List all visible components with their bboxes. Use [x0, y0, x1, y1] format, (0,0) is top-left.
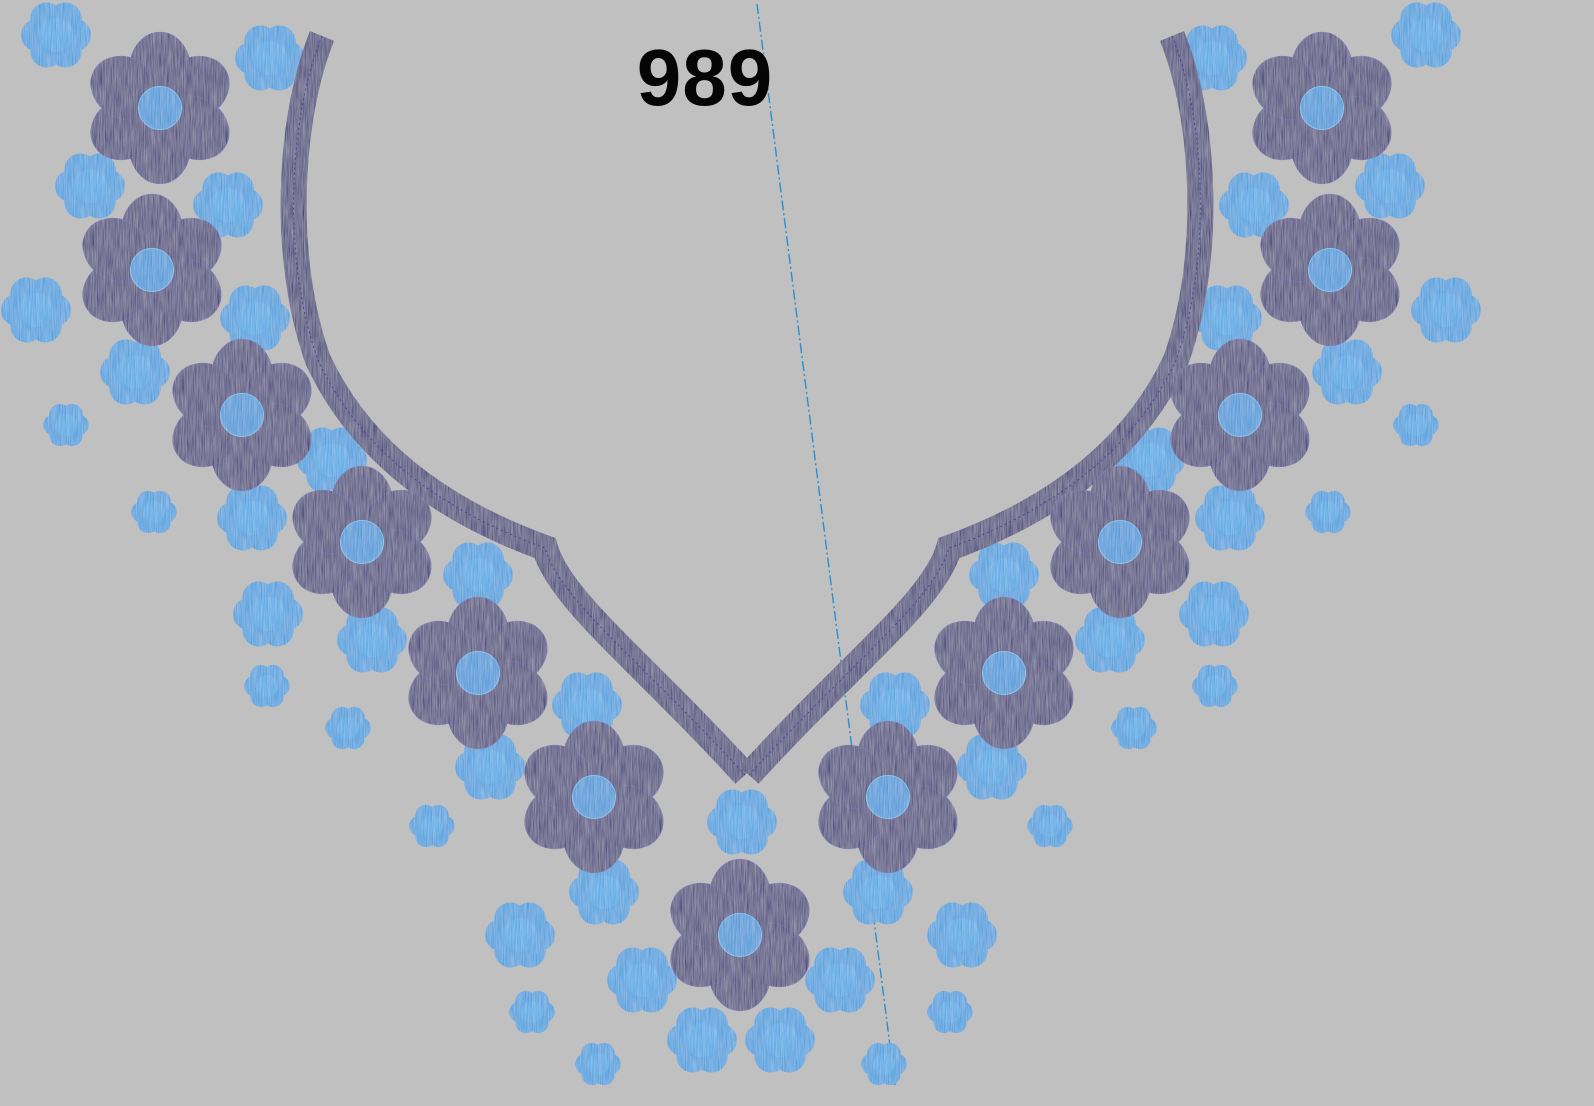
large-flower-icon	[818, 720, 958, 874]
small-flower-icon	[193, 172, 263, 238]
small-flower-icon	[325, 706, 371, 750]
small-flower-icon	[131, 490, 177, 534]
small-flower-icon	[233, 581, 303, 647]
small-flower-icon	[217, 485, 287, 551]
large-flower-icon	[172, 338, 312, 492]
small-flower-icon	[43, 403, 89, 447]
small-flower-icon	[607, 947, 677, 1013]
large-flower-icon	[1050, 465, 1190, 619]
small-flower-icon	[1305, 490, 1351, 534]
small-flower-icon	[1179, 581, 1249, 647]
large-flower-icon	[292, 465, 432, 619]
small-flower-icon	[1, 277, 71, 343]
large-flower-icon	[1252, 31, 1392, 185]
small-flower-icon	[1355, 153, 1425, 219]
small-flower-icon	[927, 990, 973, 1034]
design-number-label: 989	[636, 33, 774, 122]
small-flower-icon	[1195, 485, 1265, 551]
large-flower-icon	[1260, 193, 1400, 347]
large-flower-icon	[408, 596, 548, 750]
large-flower-icon	[934, 596, 1074, 750]
small-flower-icon	[485, 902, 555, 968]
small-flower-icon	[409, 804, 455, 848]
neckline-right-band	[739, 31, 1214, 784]
small-flower-icon	[443, 542, 513, 608]
small-flower-icon	[1312, 339, 1382, 405]
large-flowers-group	[82, 31, 1400, 1012]
small-flower-icon	[575, 1042, 621, 1086]
small-flower-icon	[969, 542, 1039, 608]
large-flower-icon	[524, 720, 664, 874]
neckline-left-band	[280, 31, 755, 784]
small-flower-icon	[244, 664, 290, 708]
large-flower-icon	[90, 31, 230, 185]
large-flower-icon	[670, 858, 810, 1012]
large-flower-icon	[82, 193, 222, 347]
neckline-border	[280, 31, 1214, 784]
small-flower-icon	[569, 859, 639, 925]
small-flower-icon	[745, 1007, 815, 1073]
small-flower-icon	[667, 1007, 737, 1073]
small-flower-icon	[1393, 403, 1439, 447]
small-flower-icon	[1027, 804, 1073, 848]
small-flower-icon	[1391, 2, 1461, 68]
small-flower-icon	[861, 1042, 907, 1086]
small-flower-icon	[220, 285, 290, 351]
small-flower-icon	[235, 25, 305, 91]
small-flower-icon	[957, 734, 1027, 800]
large-flower-icon	[1170, 338, 1310, 492]
small-flower-icon	[707, 789, 777, 855]
small-flower-icon	[55, 153, 125, 219]
small-flowers-group	[1, 2, 1481, 1086]
small-flower-icon	[1411, 277, 1481, 343]
small-flower-icon	[1192, 664, 1238, 708]
small-flower-icon	[337, 607, 407, 673]
small-flower-icon	[1075, 607, 1145, 673]
small-flower-icon	[21, 2, 91, 68]
small-flower-icon	[100, 339, 170, 405]
small-flower-icon	[805, 947, 875, 1013]
small-flower-icon	[509, 990, 555, 1034]
small-flower-icon	[927, 902, 997, 968]
small-flower-icon	[1111, 706, 1157, 750]
